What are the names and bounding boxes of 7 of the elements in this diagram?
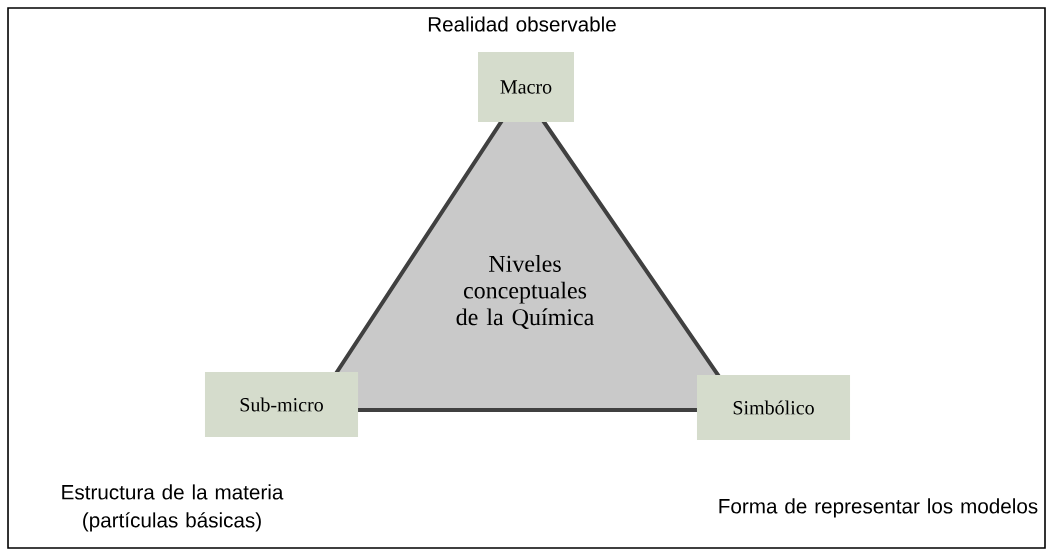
- node-label: Realidad observable: [428, 16, 616, 32]
- node-label: Forma de representar los modelos: [719, 498, 1038, 518]
- label-box: Simbólico: [696, 374, 851, 440]
- center-label: Niveles conceptuales de la Química: [456, 255, 594, 329]
- node-label: Estructura de la materia (partículas básicas): [62, 484, 284, 532]
- label-box: Macro: [478, 52, 574, 122]
- label-box: Sub-micro: [205, 371, 359, 437]
